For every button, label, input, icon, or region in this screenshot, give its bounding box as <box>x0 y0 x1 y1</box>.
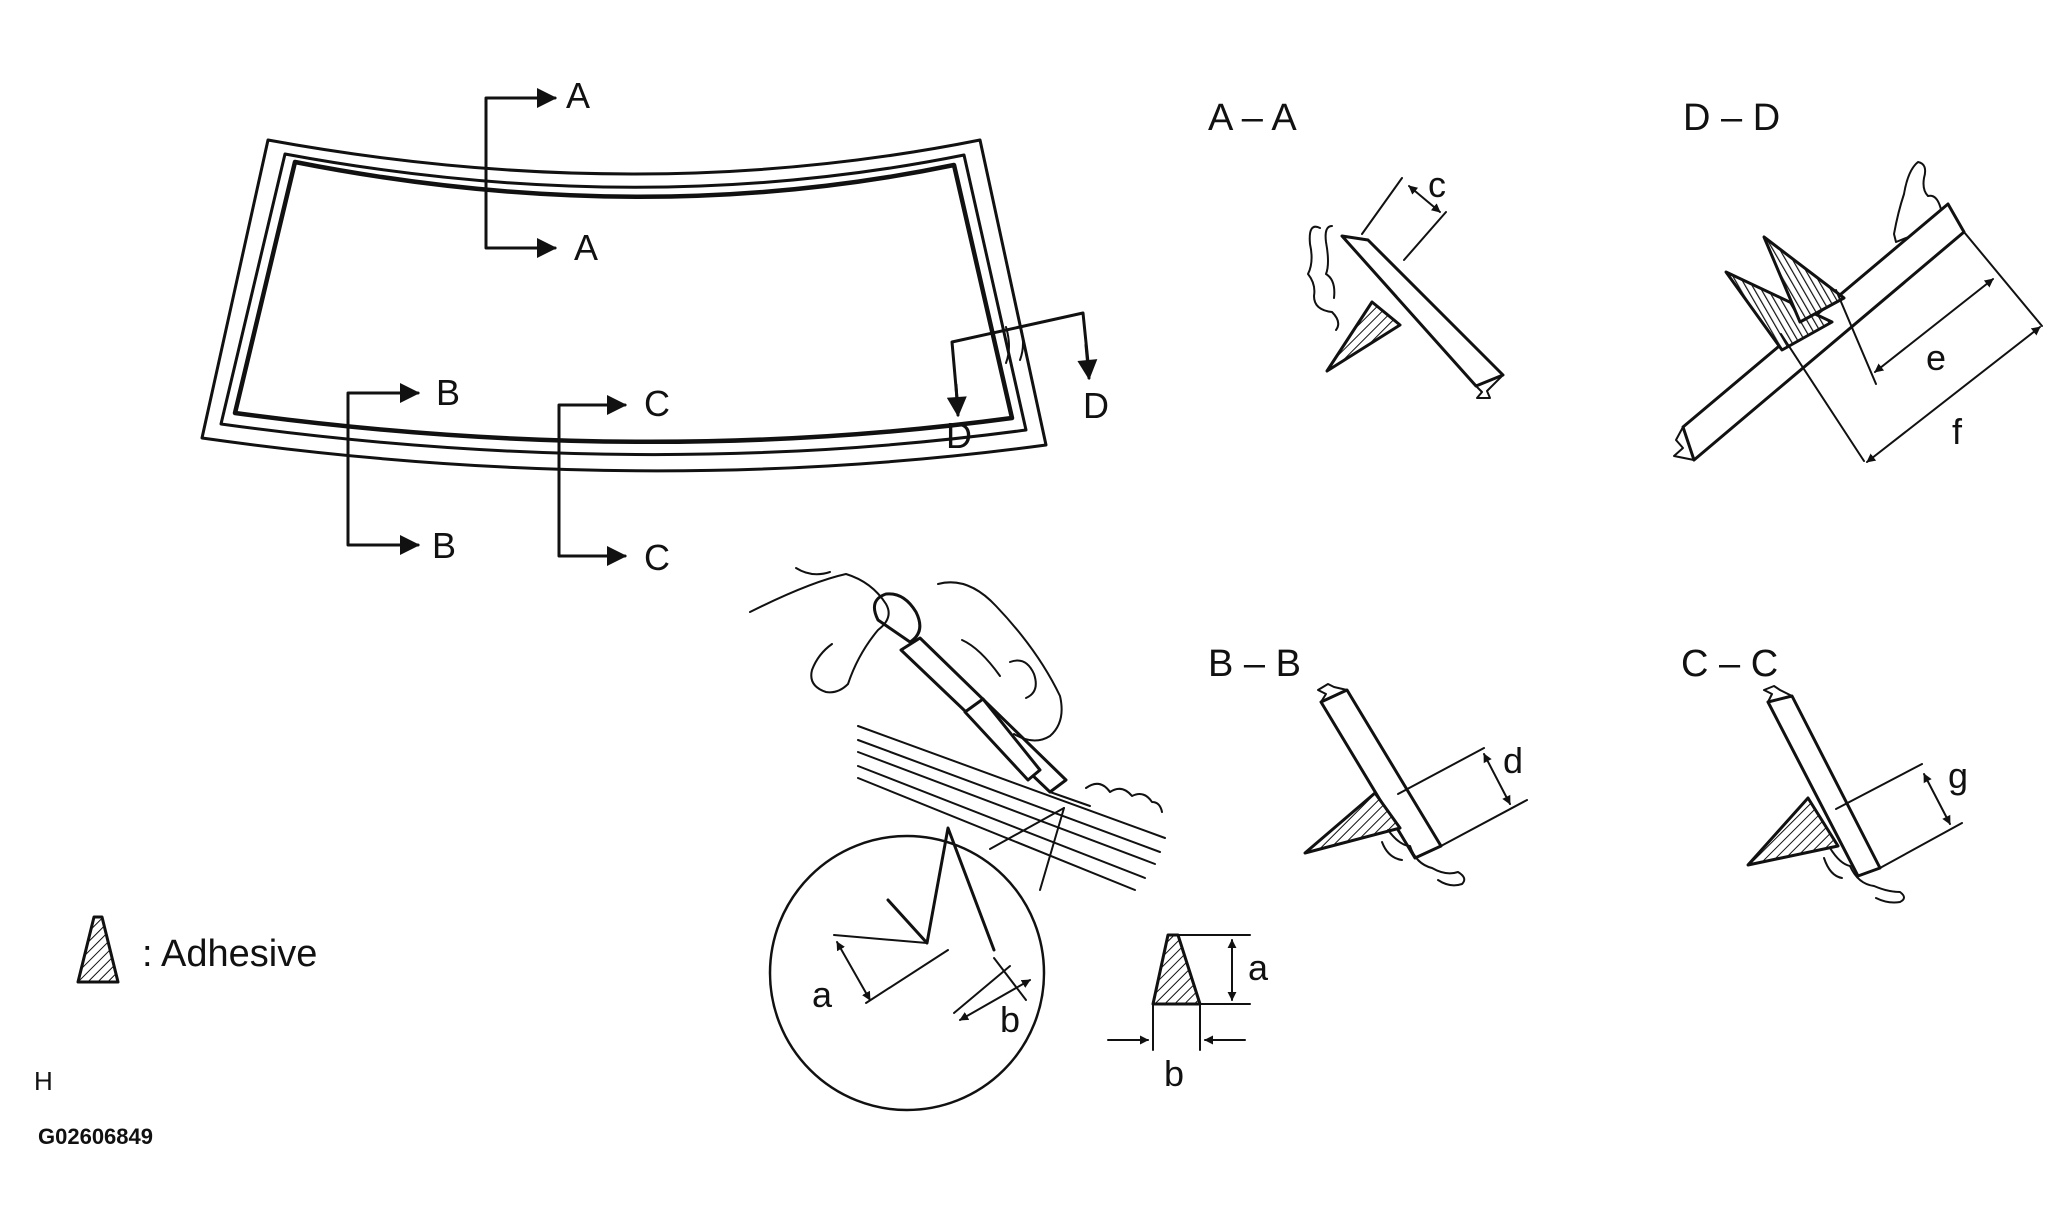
section-marker-c: C C <box>557 383 670 578</box>
section-cc-view: C – C g <box>1681 643 1968 904</box>
section-dd-view: D – D e f <box>1673 97 2043 463</box>
section-bb-title: B – B <box>1208 643 1301 685</box>
section-c-bottom-label: C <box>644 537 670 578</box>
section-d-right-label: D <box>1083 385 1109 426</box>
profile-dimension-b-label: b <box>1164 1053 1184 1094</box>
dimension-e-label: e <box>1926 337 1946 378</box>
section-marker-d: D D <box>946 311 1109 456</box>
profile-dimension-a-label: a <box>1248 947 1269 988</box>
section-aa-title: A – A <box>1208 97 1297 139</box>
corner-mark: H <box>34 1066 53 1096</box>
legend-text: : Adhesive <box>142 933 317 975</box>
adhesive-hatch-icon <box>76 915 120 984</box>
adhesive-gun-illustration <box>749 567 1166 891</box>
section-marker-b: B B <box>346 372 460 566</box>
detail-dimension-a-label: a <box>812 974 833 1015</box>
section-a-top-label: A <box>566 75 590 116</box>
dimension-d-label: d <box>1503 740 1523 781</box>
cc-adhesive-bead <box>1746 796 1840 867</box>
section-cc-title: C – C <box>1681 643 1778 685</box>
dimension-f-label: f <box>1952 411 1963 452</box>
section-aa-view: A – A c <box>1208 97 1505 399</box>
section-b-top-label: B <box>436 372 460 413</box>
section-marker-a: A A <box>484 75 598 268</box>
windshield-outline <box>200 138 1048 473</box>
dimension-g-label: g <box>1948 755 1968 796</box>
section-dd-title: D – D <box>1683 97 1780 139</box>
section-a-bottom-label: A <box>574 227 598 268</box>
detail-dimension-b-label: b <box>1000 999 1020 1040</box>
aa-adhesive-bead <box>1325 300 1402 373</box>
section-bb-view: B – B d <box>1208 643 1528 887</box>
bead-detail-callout: a b <box>768 807 1065 1112</box>
section-c-top-label: C <box>644 383 670 424</box>
section-b-bottom-label: B <box>432 525 456 566</box>
legend: : Adhesive <box>76 915 317 984</box>
bb-adhesive-bead <box>1303 791 1402 855</box>
bead-profile: a b <box>1107 933 1269 1094</box>
dimension-c-label: c <box>1428 164 1446 205</box>
section-d-left-label: D <box>946 415 972 456</box>
figure-id: G02606849 <box>38 1124 153 1149</box>
dd-adhesive-bead-outer <box>1762 235 1846 324</box>
dd-adhesive-bead-inner <box>1724 270 1834 352</box>
